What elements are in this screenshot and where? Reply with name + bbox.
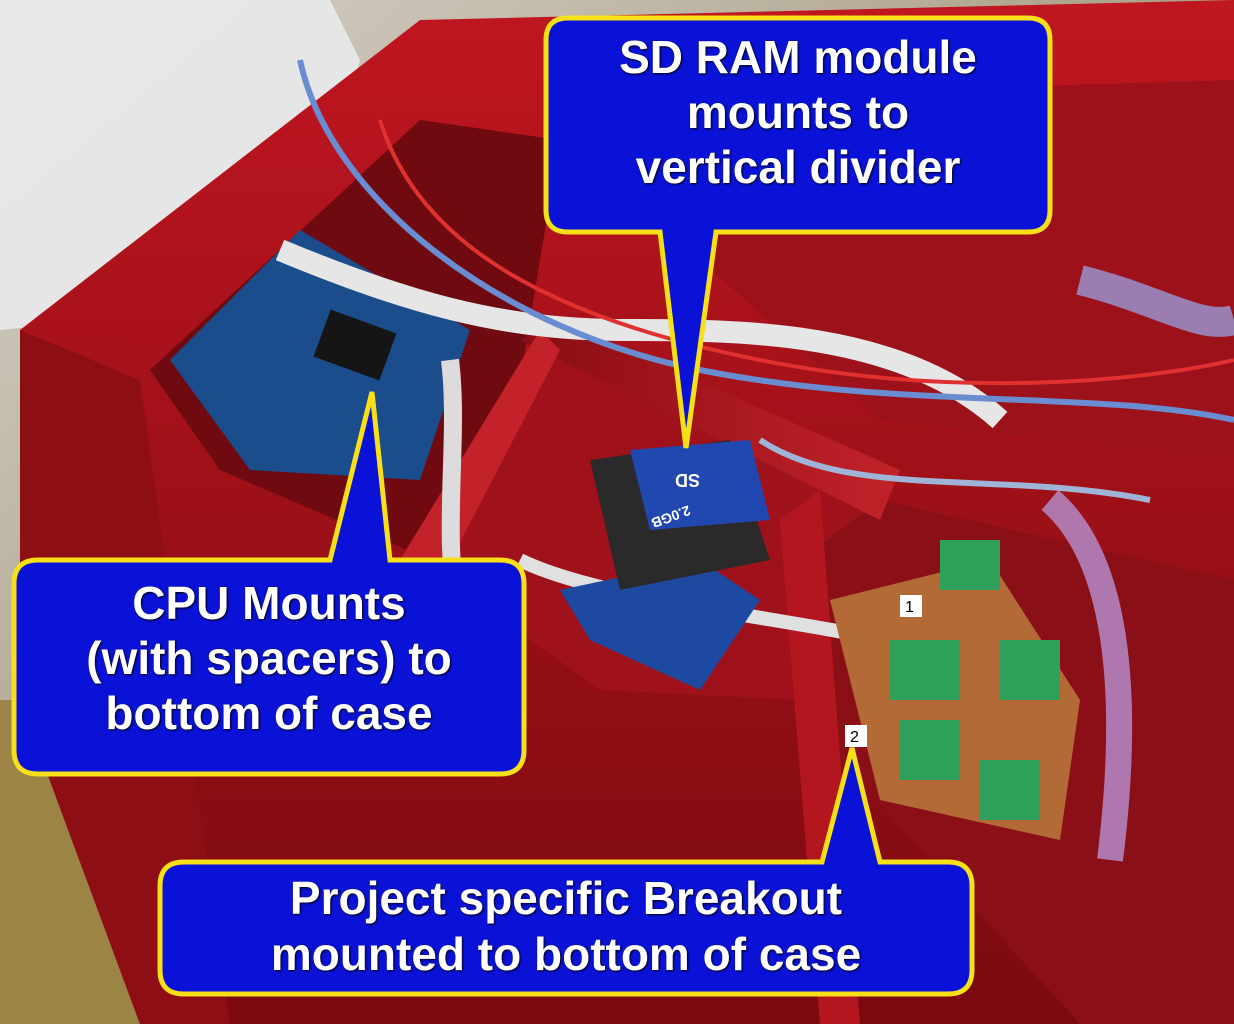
terminal-block xyxy=(900,720,960,780)
breakout-callout-bubble xyxy=(157,747,975,997)
wire-blue xyxy=(297,59,1234,423)
breakout-callout-text: Project specific Breakout mounted to bot… xyxy=(168,870,964,982)
cpu-line-3: bottom of case xyxy=(105,687,433,740)
sd-ram-line-2: mounts to xyxy=(686,86,910,139)
terminal-label-1: 1 xyxy=(905,599,914,616)
sd-ram-line-3: vertical divider xyxy=(635,141,961,194)
cpu-line-1: CPU Mounts xyxy=(132,577,406,629)
terminal-block xyxy=(980,760,1040,820)
center-divider xyxy=(400,330,560,600)
sd-card-brand: SD xyxy=(675,470,700,490)
sd-card xyxy=(630,440,770,530)
wire-bundle xyxy=(1041,490,1133,862)
terminal-label-2-bg xyxy=(845,725,867,747)
cpu-callout-bubble xyxy=(11,391,527,777)
sd-module-pcb xyxy=(560,560,760,690)
wire-bundle-2 xyxy=(1076,265,1234,337)
terminal-block xyxy=(940,540,1000,590)
terminal-label-1-bg xyxy=(900,595,922,617)
vertical-divider xyxy=(520,320,900,520)
cpu-chip xyxy=(313,309,397,381)
breakout-line-2: mounted to bottom of case xyxy=(270,928,862,981)
terminal-label-2: 2 xyxy=(850,729,859,746)
cpu-callout-text: CPU Mounts (with spacers) to bottom of c… xyxy=(22,576,516,742)
wire-gray xyxy=(758,437,1151,503)
ribbon-cable xyxy=(275,239,1008,429)
sd-ram-callout-bubble xyxy=(543,15,1053,449)
terminal-block xyxy=(1000,640,1060,700)
wire-red xyxy=(378,119,1234,386)
breakout-line-1: Project specific Breakout xyxy=(289,872,843,924)
terminal-block xyxy=(890,640,960,700)
cpu-line-2: (with spacers) to xyxy=(86,632,452,685)
sd-ram-line-1: SD RAM module xyxy=(619,31,977,83)
sd-ram-callout-text: SD RAM module mounts to vertical divider xyxy=(556,30,1040,196)
